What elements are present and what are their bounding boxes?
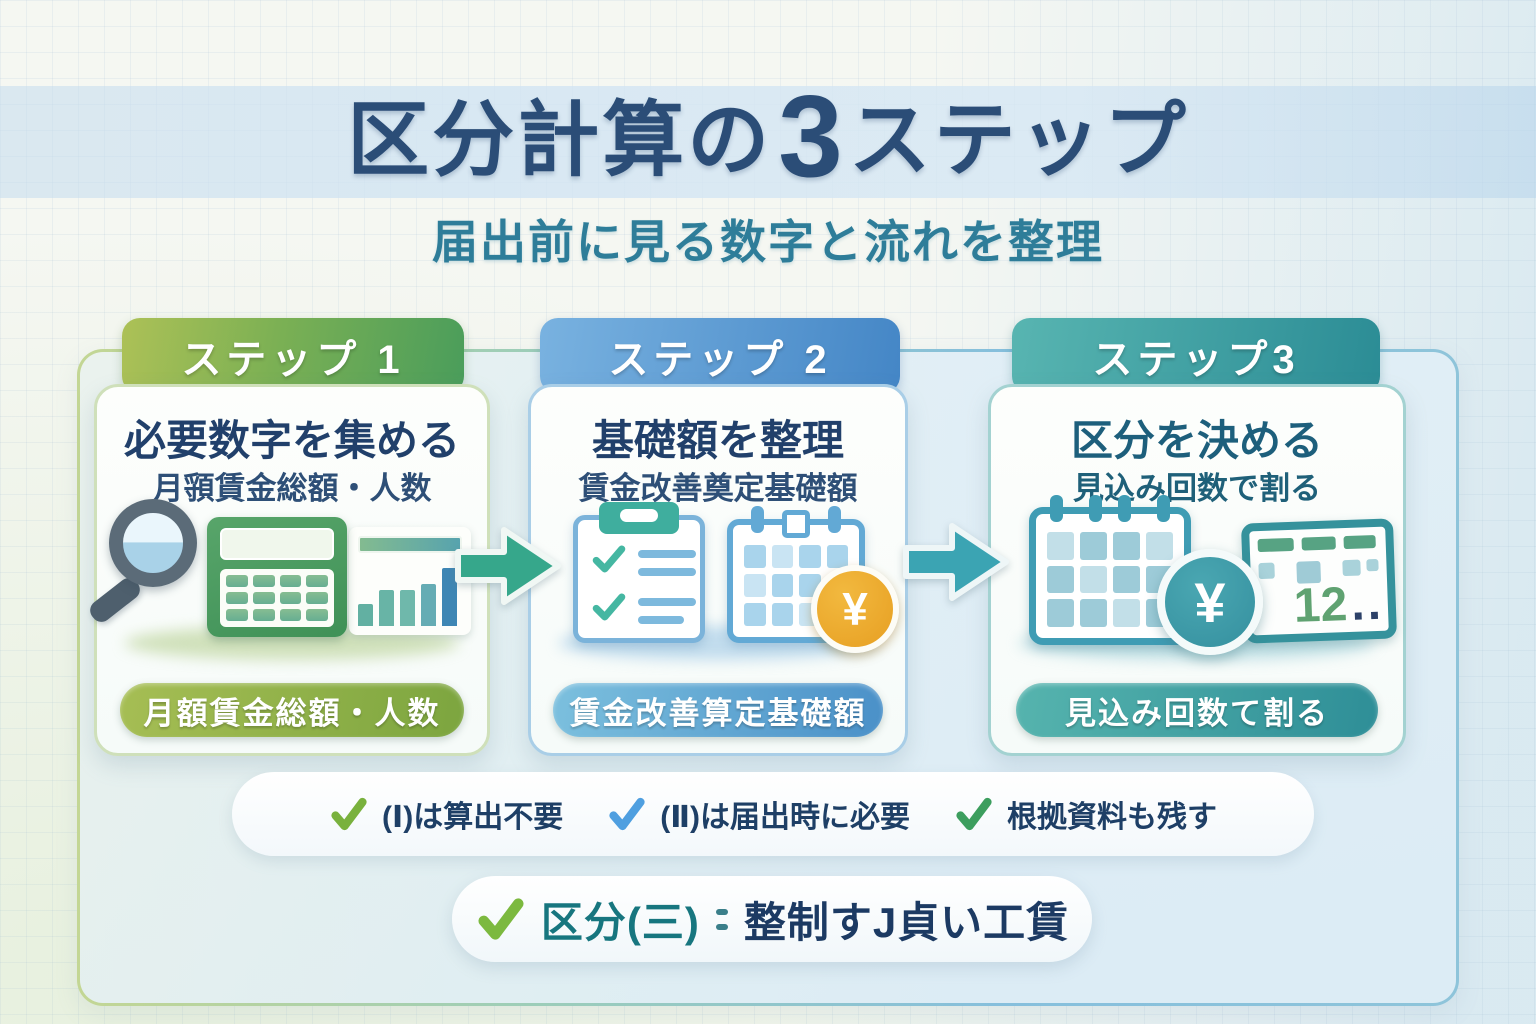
chart-bar	[379, 590, 394, 626]
clipboard-clip	[599, 502, 679, 534]
yen-coin-icon: ¥	[1157, 549, 1263, 655]
step3-tab: ステップ3	[1012, 318, 1380, 394]
yen-coin-icon: ¥	[811, 565, 899, 653]
page-title-part1: 区分計算の	[347, 95, 773, 186]
magnifying-glass-icon	[109, 499, 197, 587]
step3-subheading: 見込み回数で割る	[1073, 471, 1321, 506]
page-title: 区分計算の3ステップ	[0, 76, 1536, 201]
note-text: (Ⅱ)は届出時に必要	[660, 801, 910, 834]
step3-heading: 区分を決める	[1070, 417, 1323, 464]
bar-chart-icon	[349, 527, 471, 635]
chart-bar	[421, 584, 436, 626]
panel-dots: ..	[1350, 576, 1385, 631]
arrow-right-icon	[903, 523, 1009, 601]
chart-header-bar	[358, 536, 462, 553]
calculator-display	[220, 528, 334, 560]
dotted-separator-icon	[714, 908, 730, 930]
page-title-number: 3	[778, 71, 843, 201]
step1-tab: ステップ 1	[122, 318, 464, 394]
page-subtitle: 届出前に見る数字と流れを整理	[432, 216, 1104, 268]
step1-heading: 必要数字を集める	[123, 417, 460, 464]
step1-illustration	[86, 499, 487, 660]
note-item: (Ⅱ)は届出時に必要	[607, 792, 910, 836]
footer-pill: 区分(三) 整制すJ貞い工賃	[452, 876, 1092, 962]
step2-tab: ステップ 2	[540, 318, 900, 394]
step3-card: 区分を決める 見込み回数で割る 12 .. ¥ 見込み回数て割	[988, 384, 1406, 756]
notes-panel: (Ⅰ)は算出不要 (Ⅱ)は届出時に必要 根拠資料も残す	[232, 772, 1314, 856]
arrow-right-icon	[455, 527, 561, 605]
panel-number: 12	[1292, 578, 1349, 633]
step3-tab-label: ステップ3	[1092, 338, 1300, 382]
step2-subheading: 賃金改善奠定基礎額	[578, 471, 858, 506]
yen-symbol: ¥	[842, 583, 868, 635]
footer-text: 整制すJ貞い工賃	[743, 898, 1070, 946]
calculator-keys	[220, 569, 334, 627]
calendar-grid	[1047, 532, 1173, 627]
check-icon	[609, 797, 645, 831]
footer-label: 区分(三)	[540, 898, 700, 946]
step2-heading: 基礎額を整理	[591, 417, 844, 464]
step1-subheading: 月頱賃金総額・人数	[152, 471, 432, 506]
chart-bar	[400, 590, 415, 626]
page-title-part2: ステップ	[848, 95, 1189, 186]
step2-badge: 賃金改善算定基礎額	[553, 683, 883, 737]
step2-illustration: ¥	[531, 502, 905, 660]
check-icon	[592, 545, 626, 573]
step1-badge: 月額賃金総額・人数	[120, 683, 464, 737]
step2-tab-label: ステップ 2	[608, 338, 832, 382]
note-item: 根拠資料も残す	[954, 792, 1217, 836]
checklist-clipboard-icon	[573, 502, 705, 643]
note-text: 根拠資料も残す	[1006, 801, 1217, 834]
check-icon	[956, 797, 992, 831]
step3-illustration: 12 .. ¥	[991, 495, 1403, 660]
chart-bar	[442, 568, 457, 626]
spreadsheet-tablet-icon: 12 ..	[1240, 518, 1398, 644]
calculator-icon	[207, 517, 347, 637]
title-band	[0, 86, 1536, 198]
step3-badge: 見込み回数て割る	[1015, 683, 1379, 737]
check-icon	[331, 797, 367, 831]
check-icon	[592, 593, 626, 621]
step2-card: 基礎額を整理 賃金改善奠定基礎額 ¥ 賃金改善算定基礎額	[528, 384, 908, 756]
chart-bars	[358, 564, 464, 626]
note-item: (Ⅰ)は算出不要	[329, 792, 563, 836]
step1-card: 必要数字を集める 月頱賃金総額・人数 月額賃金総額・人数	[86, 384, 490, 756]
step1-tab-label: ステップ 1	[181, 338, 405, 382]
chart-bar	[358, 604, 373, 626]
check-icon	[478, 898, 524, 940]
yen-symbol: ¥	[1194, 570, 1226, 634]
note-text: (Ⅰ)は算出不要	[382, 801, 564, 834]
